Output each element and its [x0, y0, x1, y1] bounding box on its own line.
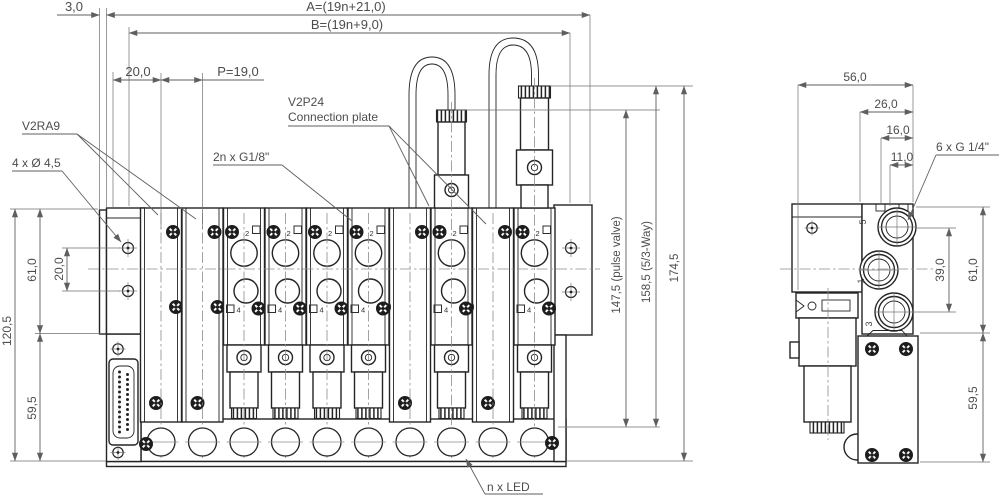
dim-120: 120,5 — [0, 316, 14, 346]
blank-station — [181, 207, 225, 458]
solenoid-cables — [408, 37, 539, 208]
screw-icon — [480, 395, 496, 411]
svg-text:2: 2 — [370, 229, 374, 238]
svg-text:2: 2 — [536, 229, 540, 238]
dim-pitch: P=19,0 — [217, 64, 259, 79]
screw-icon — [544, 435, 560, 451]
label-g14: 6 x G 1/4" — [936, 140, 989, 154]
port-4-label: 4 — [237, 306, 241, 315]
label-v2ra9: V2RA9 — [22, 119, 60, 133]
right-end-plate — [553, 204, 593, 336]
dim-61-side: 61,0 — [966, 258, 980, 282]
port-5-label: 5 — [858, 219, 868, 224]
right-lower-column — [553, 334, 567, 463]
screw-icon — [458, 301, 474, 316]
dim-56: 56,0 — [843, 70, 867, 84]
valve-station: 2 4 — [305, 207, 349, 458]
dim-pulse: 147,5 (pulse valve) — [611, 216, 623, 313]
base-bottom-strip — [105, 460, 567, 468]
dim-59-side: 59,5 — [966, 386, 980, 410]
port-2-label: 2 — [245, 229, 249, 238]
base-side-block — [857, 335, 919, 464]
svg-text:4: 4 — [278, 306, 282, 315]
dim-39: 39,0 — [933, 258, 947, 282]
dim-53way: 158,5 (5/3-Way) — [641, 221, 653, 303]
dim-16: 16,0 — [886, 123, 910, 137]
svg-text:4: 4 — [320, 306, 324, 315]
valve-station: 2 4 — [347, 207, 391, 458]
screw-icon — [292, 301, 308, 316]
screw-icon — [165, 224, 181, 240]
screw-icon — [515, 224, 530, 240]
screw-icon — [334, 301, 349, 316]
screw-icon — [898, 341, 914, 357]
screw-icon — [898, 447, 914, 463]
screw-icon — [190, 395, 205, 411]
dim-59: 59,5 — [25, 396, 39, 420]
screw-icon — [497, 224, 513, 240]
screw-icon — [224, 224, 240, 240]
screw-icon — [864, 447, 880, 463]
dim-20: 20,0 — [125, 64, 150, 79]
dim-b: B=(19n+9,0) — [311, 17, 383, 32]
callouts: V2RA9 4 x Ø 4,5 2n x G1/8" V2P24 Connect… — [12, 95, 543, 495]
blank-station — [139, 207, 184, 458]
screw-icon — [168, 299, 184, 315]
dim-11: 11,0 — [891, 150, 914, 164]
valve-station: 2 4 — [222, 207, 266, 458]
svg-text:4: 4 — [361, 306, 365, 315]
screw-icon — [210, 299, 225, 315]
screw-icon — [349, 224, 364, 240]
svg-text:2: 2 — [328, 229, 332, 238]
solenoid-53way-valve — [515, 78, 554, 458]
screw-icon — [266, 224, 281, 240]
solenoid-pulse-valve — [433, 102, 470, 458]
label-v2p24-1: V2P24 — [288, 95, 324, 109]
connection-plate-station — [459, 207, 515, 458]
svg-text:4: 4 — [444, 306, 448, 315]
svg-text:4: 4 — [527, 306, 531, 315]
label-led: n x LED — [487, 480, 530, 494]
screw-icon — [541, 301, 557, 316]
label-v2p24-2: Connection plate — [288, 110, 378, 124]
dsub-connector — [108, 340, 139, 461]
screw-icon — [307, 224, 323, 240]
valve-station: 2 4 — [264, 207, 308, 458]
dim-total-h: 174,5 — [669, 254, 681, 283]
dim-a: A=(19n+21,0) — [306, 0, 386, 14]
svg-text:2: 2 — [453, 229, 457, 238]
side-view-dims: 56,0 26,0 16,0 11,0 6 x G 1/4" 39,0 61,0… — [797, 70, 999, 463]
label-holes: 4 x Ø 4,5 — [12, 156, 61, 170]
dim-20v: 20,0 — [52, 257, 66, 281]
dim-3: 3,0 — [65, 0, 83, 14]
screw-icon — [414, 224, 430, 240]
port-1-label: 1 — [856, 278, 866, 283]
svg-text:2: 2 — [287, 229, 291, 238]
dim-61: 61,0 — [25, 258, 39, 282]
screw-icon — [148, 395, 164, 411]
left-back-strip — [98, 209, 108, 335]
port-3-label: 3 — [864, 321, 874, 326]
label-g18: 2n x G1/8" — [213, 150, 269, 164]
front-view: 2 4 2 4 2 — [88, 37, 600, 468]
rail-side — [791, 203, 863, 293]
connection-plate-station — [376, 207, 432, 458]
left-end-plate — [105, 207, 146, 335]
dim-26: 26,0 — [874, 97, 898, 111]
side-view: 5 1 3 — [780, 203, 937, 464]
screw-icon — [397, 395, 413, 411]
screw-icon — [864, 341, 880, 357]
screw-icon — [138, 436, 154, 452]
screw-icon — [432, 224, 447, 240]
solenoid-side-view — [789, 288, 859, 440]
screw-icon — [375, 301, 391, 316]
g14-ports: 5 1 3 — [856, 207, 917, 332]
screw-icon — [207, 224, 222, 240]
screw-icon — [251, 301, 266, 316]
